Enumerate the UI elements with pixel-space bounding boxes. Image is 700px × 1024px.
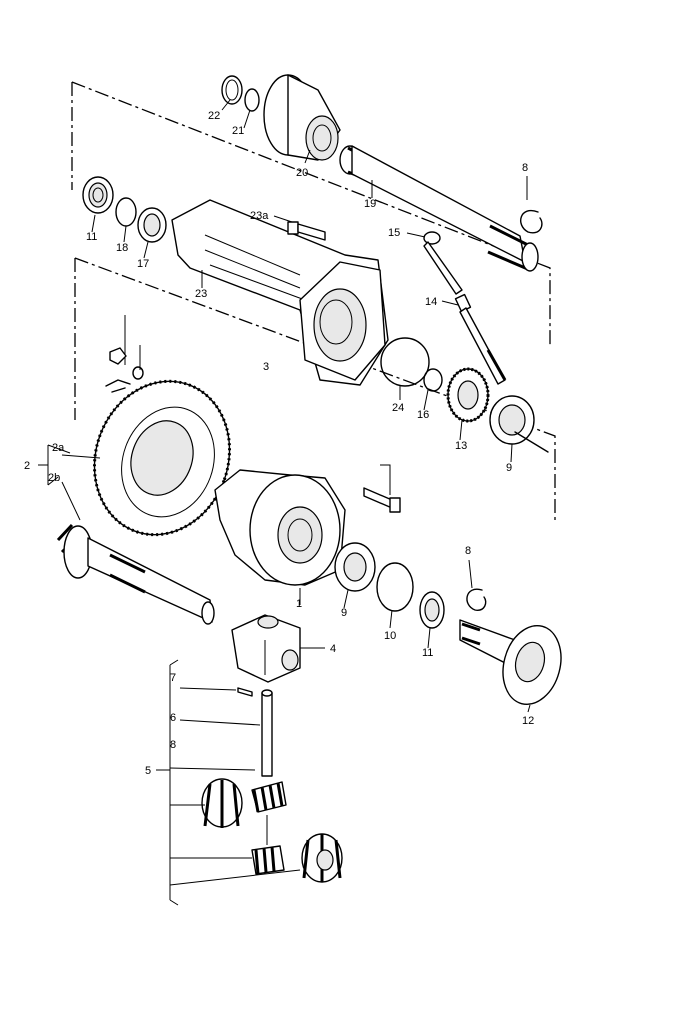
circlip-22 xyxy=(221,75,243,105)
part-labels: 22 21 20 19 8 11 18 17 23a 15 23 14 3 24… xyxy=(24,110,534,777)
pinion-2b xyxy=(56,523,215,625)
differential-housing-1 xyxy=(214,469,346,605)
label-23a: 23a xyxy=(250,210,269,222)
label-17: 17 xyxy=(137,258,149,270)
small-parts-3 xyxy=(105,315,144,393)
bolt xyxy=(363,487,401,513)
bolt-23a xyxy=(287,221,326,241)
planet-gear-right xyxy=(301,833,343,883)
label-8-mid: 8 xyxy=(465,545,471,557)
bearing-9-upper xyxy=(489,395,549,453)
label-8-upper: 8 xyxy=(522,162,528,174)
flange-20 xyxy=(263,74,341,161)
upper-group-frame xyxy=(71,81,551,348)
label-7: 7 xyxy=(170,672,176,684)
planet-gear-left xyxy=(201,778,243,828)
label-11-upper: 11 xyxy=(86,231,97,243)
label-23: 23 xyxy=(195,288,207,300)
ring-18 xyxy=(115,197,137,227)
label-14: 14 xyxy=(425,296,437,308)
bearing-17 xyxy=(137,207,167,243)
label-2: 2 xyxy=(24,460,30,472)
seal-11-lower xyxy=(419,591,445,629)
seal-11-upper xyxy=(82,176,114,214)
ring-10 xyxy=(376,562,414,612)
label-12: 12 xyxy=(522,715,534,727)
side-gear-upper xyxy=(251,781,287,813)
drive-shaft-19 xyxy=(339,145,539,272)
label-9-upper: 9 xyxy=(506,462,512,474)
crown-wheel-2a xyxy=(92,379,232,537)
bearing-9-lower xyxy=(334,542,376,592)
speedo-shaft-14 xyxy=(454,293,507,385)
circlip-8-lower xyxy=(466,588,487,611)
label-13: 13 xyxy=(455,440,467,452)
circlip-21 xyxy=(244,88,260,112)
label-6: 6 xyxy=(170,712,176,724)
side-gear-lower xyxy=(251,845,285,875)
circlip-16 xyxy=(423,368,443,392)
label-3: 3 xyxy=(263,361,269,373)
label-16: 16 xyxy=(417,409,429,421)
gear-13 xyxy=(446,367,490,423)
label-8-lower: 8 xyxy=(170,739,176,751)
differential-cage-4 xyxy=(231,614,301,683)
label-10: 10 xyxy=(384,630,396,642)
sender-15 xyxy=(423,231,463,295)
circlip-8-upper xyxy=(520,209,543,234)
housing-23 xyxy=(171,199,389,386)
label-21: 21 xyxy=(232,125,244,137)
flange-12 xyxy=(459,619,562,706)
label-18: 18 xyxy=(116,242,128,254)
label-1: 1 xyxy=(296,598,302,610)
middle-group-frame xyxy=(74,257,556,520)
label-5: 5 xyxy=(145,765,151,777)
pinion-shaft-6 xyxy=(261,689,273,777)
label-24: 24 xyxy=(392,402,404,414)
leader-lines xyxy=(38,99,531,906)
label-19: 19 xyxy=(364,198,376,210)
label-11-lower: 11 xyxy=(422,647,433,659)
label-20: 20 xyxy=(296,167,308,179)
label-15: 15 xyxy=(388,227,400,239)
roll-pin-7 xyxy=(237,687,253,697)
label-9-lower: 9 xyxy=(341,607,347,619)
label-2b: 2b xyxy=(48,472,60,484)
ring-24 xyxy=(380,337,430,387)
label-22: 22 xyxy=(208,110,220,122)
label-4: 4 xyxy=(330,643,336,655)
label-2a: 2a xyxy=(52,442,65,454)
